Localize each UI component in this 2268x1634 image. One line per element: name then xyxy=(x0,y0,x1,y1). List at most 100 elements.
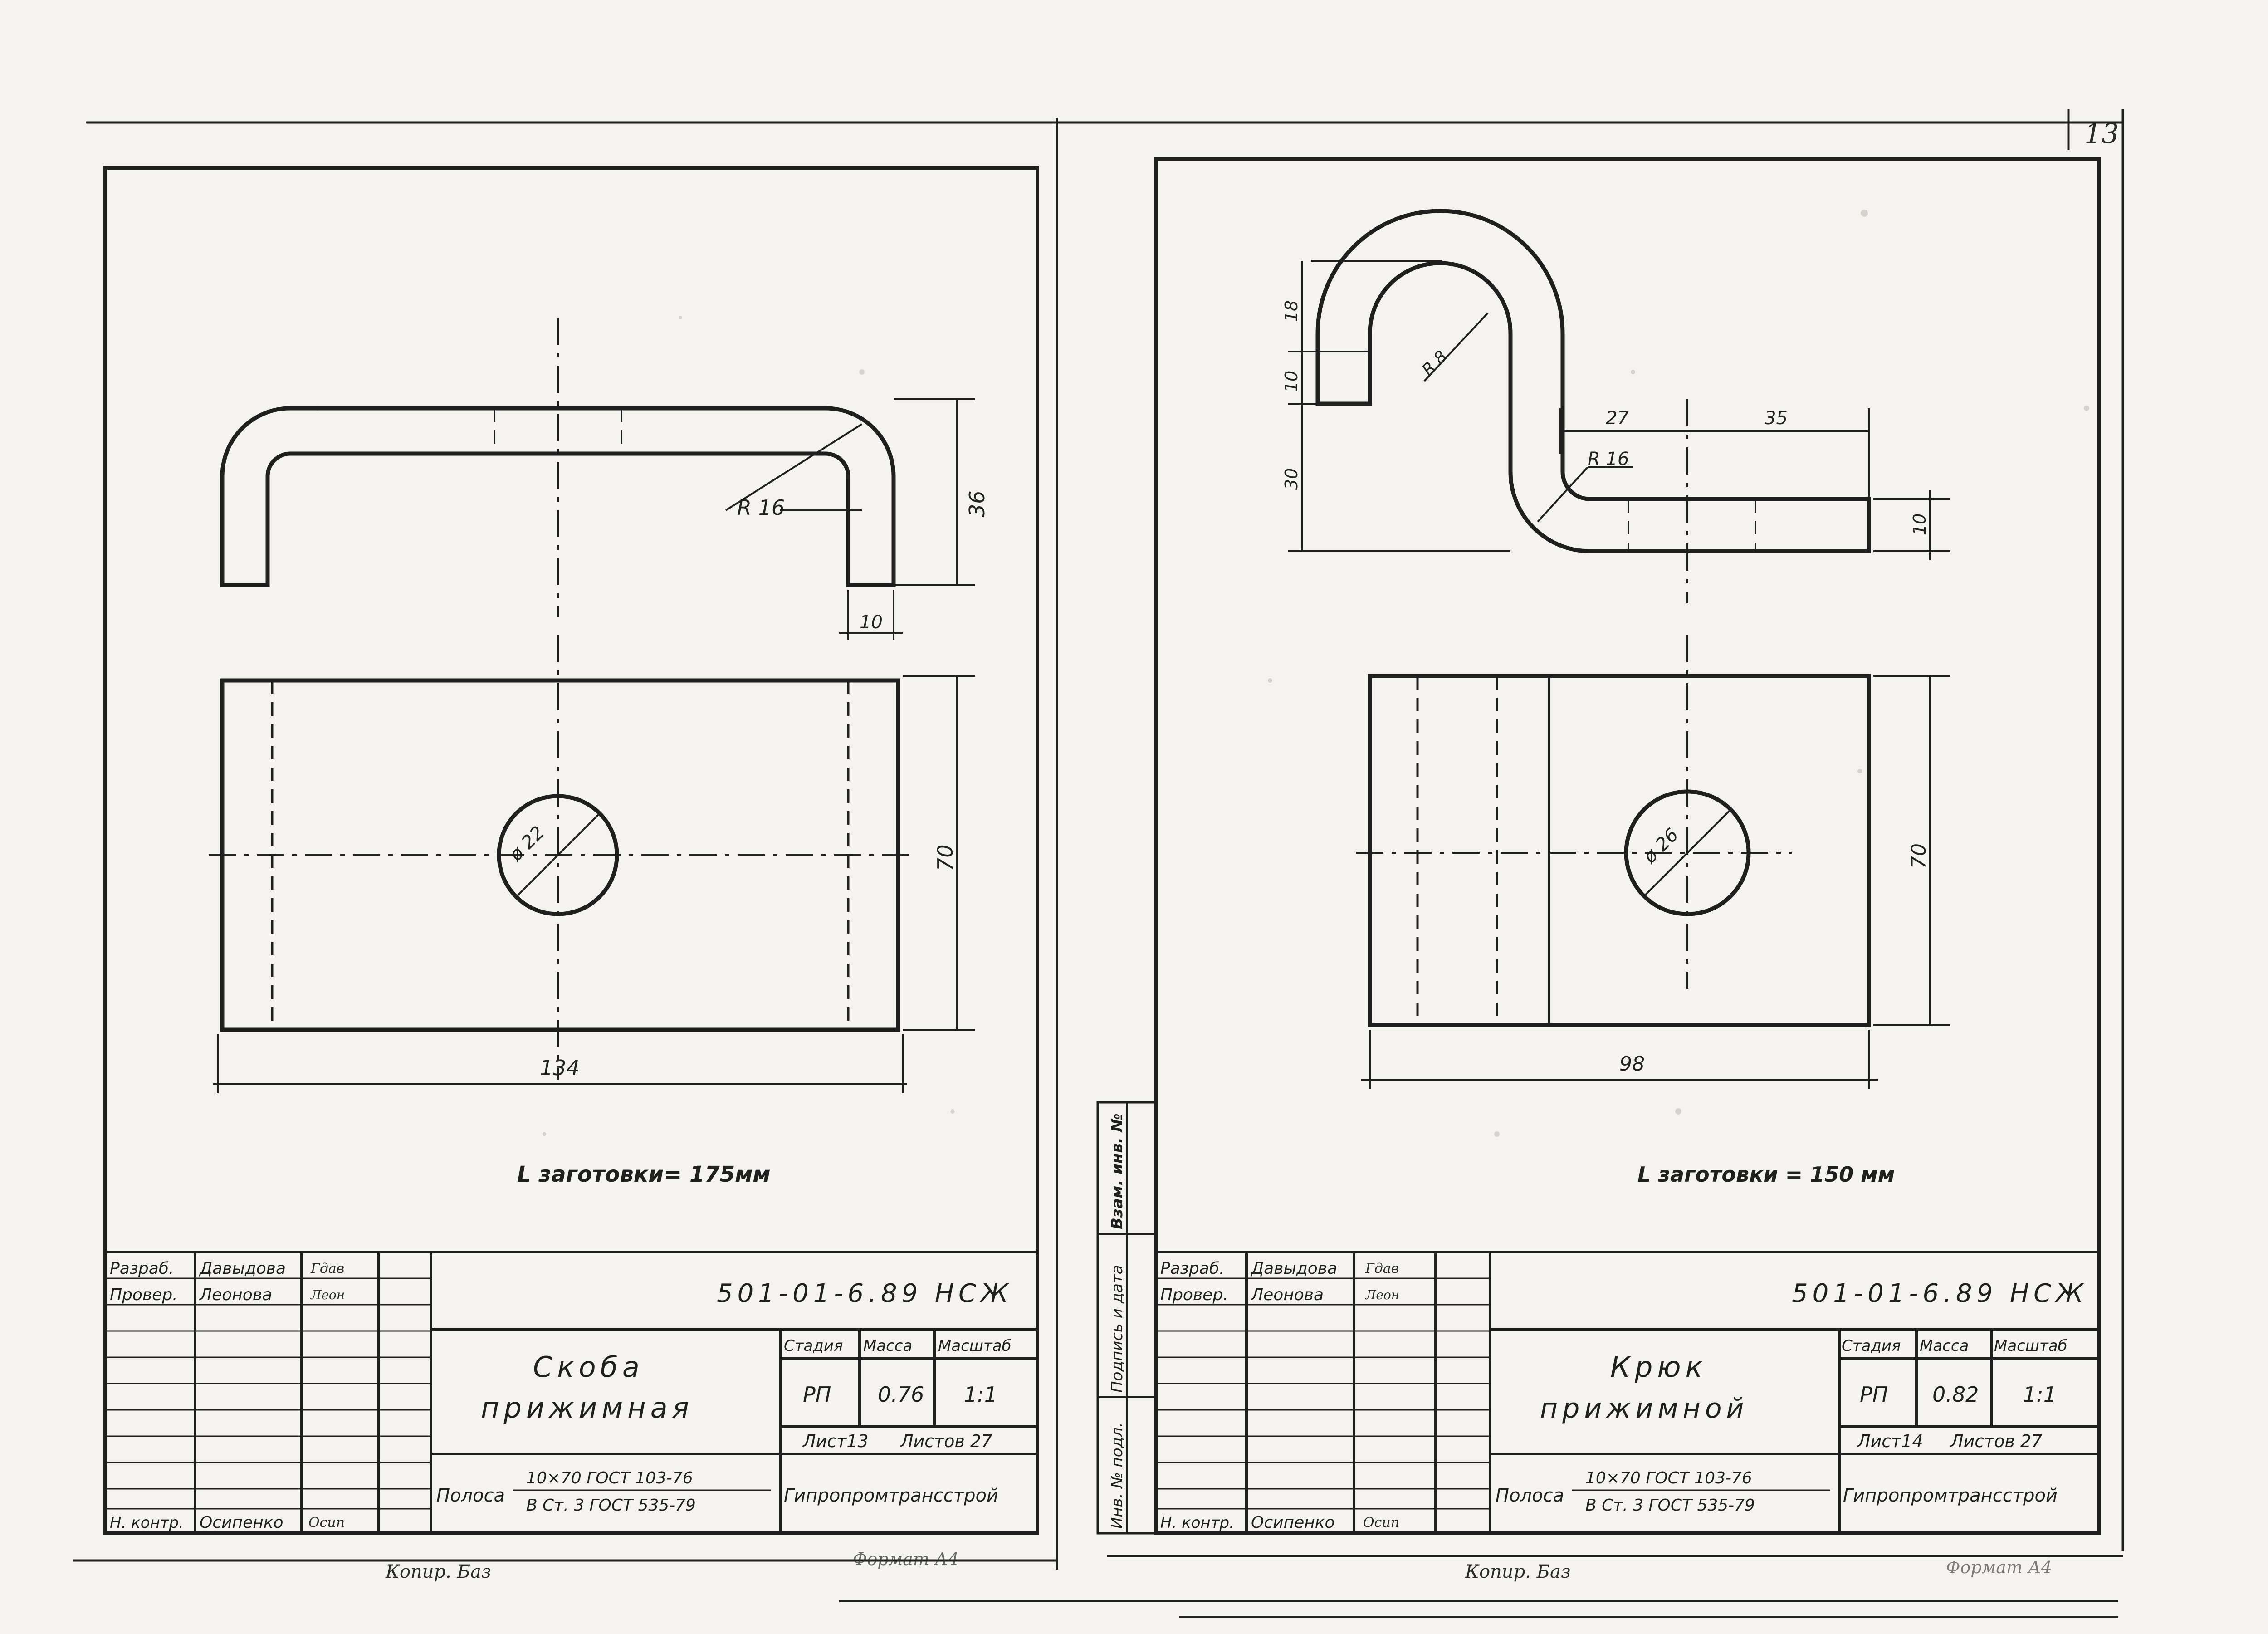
right-dim-bend-radius: R 16 xyxy=(1588,449,1629,470)
right-hole-diameter-line xyxy=(1643,809,1731,897)
left-scale: 1:1 xyxy=(964,1382,997,1407)
right-role-2: Провер. xyxy=(1160,1286,1228,1304)
left-title-1: Скоба xyxy=(533,1350,644,1384)
right-title-2: прижимной xyxy=(1540,1393,1749,1424)
left-blank-length: L заготовки= 175мм xyxy=(517,1162,771,1187)
right-material-label: Полоса xyxy=(1496,1485,1564,1506)
right-title-1: Крюк xyxy=(1610,1350,1707,1384)
right-hook-profile xyxy=(1315,209,1871,553)
left-signature-1: Гдав xyxy=(310,1261,344,1277)
right-material-top: 10×70 ГОСТ 103-76 xyxy=(1585,1469,1752,1487)
left-dim-thickness: 10 xyxy=(860,612,883,633)
left-dim-length-lines xyxy=(213,1034,907,1093)
right-mass: 0.82 xyxy=(1932,1382,1979,1407)
left-dim-width: 70 xyxy=(933,844,958,871)
right-dim-seg-a: 27 xyxy=(1606,408,1629,429)
right-name-1: Давыдова xyxy=(1250,1259,1337,1278)
paper-speckle xyxy=(315,210,2089,1137)
right-col-mass: Масса xyxy=(1920,1337,1969,1355)
right-dim-length-lines xyxy=(1361,1030,1878,1089)
right-dim-hole: ø 26 xyxy=(1639,824,1683,868)
right-signature-2: Леон xyxy=(1364,1287,1399,1302)
page-number: 13 xyxy=(2084,118,2119,150)
right-stage: РП xyxy=(1860,1382,1888,1407)
right-plate-hidden xyxy=(1416,676,1498,1025)
right-dim-inner-radius: R 8 xyxy=(1418,347,1451,379)
right-frame xyxy=(1154,157,2101,1535)
right-footer-format: Формат А4 xyxy=(1946,1557,2052,1577)
left-dim-height: 36 xyxy=(965,490,989,517)
left-title-2: прижимная xyxy=(481,1391,694,1424)
left-sheet: R 16 36 10 ø 22 xyxy=(103,166,1039,1582)
right-plate xyxy=(1368,674,1871,1027)
right-dim-left-lines xyxy=(1288,260,1510,552)
right-drawing-code: 501-01-6.89 НСЖ xyxy=(1792,1279,2088,1308)
left-role-1: Разраб. xyxy=(110,1259,174,1278)
right-name-3: Осипенко xyxy=(1251,1513,1335,1532)
right-organization: Гипропромтрансстрой xyxy=(1843,1485,2058,1506)
left-role-3: Н. контр. xyxy=(110,1514,184,1532)
left-bracket-hidden xyxy=(494,408,622,454)
left-organization: Гипропромтрансстрой xyxy=(784,1485,998,1506)
right-dim-length: 98 xyxy=(1619,1052,1645,1076)
left-hole xyxy=(497,794,619,916)
page-frame xyxy=(73,109,2124,1570)
left-dim-radius: R 16 xyxy=(737,495,785,520)
left-material-top: 10×70 ГОСТ 103-76 xyxy=(526,1469,693,1487)
right-sheet: Инв. № подл. Подпись и дата Взам. инв. №… xyxy=(1096,157,2101,1582)
right-footer-copy: Копир. Баз xyxy=(1465,1561,1571,1582)
left-name-2: Леонова xyxy=(199,1286,272,1304)
right-signature-3: Осип xyxy=(1363,1515,1399,1531)
left-sheet-count: Листов 27 xyxy=(899,1431,992,1451)
left-frame xyxy=(103,166,1039,1535)
left-dim-hole: ø 22 xyxy=(505,822,549,866)
left-dim-width-lines xyxy=(903,675,975,1031)
left-title-block: Разраб. Провер. Н. контр. Давыдова Леоно… xyxy=(105,1251,1037,1533)
left-footer-format: Формат А4 xyxy=(853,1549,959,1569)
right-plate-centerlines xyxy=(1356,635,1792,989)
right-dim-seg-b: 35 xyxy=(1765,408,1788,429)
right-blank-length: L заготовки = 150 мм xyxy=(1637,1162,1895,1187)
right-col-stage: Стадия xyxy=(1842,1337,1901,1355)
right-vertical-stamp: Инв. № подл. Подпись и дата Взам. инв. № xyxy=(1096,1101,1157,1535)
left-plate-centerlines xyxy=(209,635,916,1080)
left-col-stage: Стадия xyxy=(784,1337,843,1355)
right-dim-thickness: 10 xyxy=(1910,514,1930,535)
right-dim-width: 70 xyxy=(1907,843,1931,869)
right-signature-1: Гдав xyxy=(1365,1261,1399,1277)
left-dim-length: 134 xyxy=(540,1056,580,1080)
bottom-rule-lines xyxy=(839,1600,2118,1618)
right-material-bottom: В Ст. 3 ГОСТ 535-79 xyxy=(1585,1496,1755,1515)
left-name-3: Осипенко xyxy=(200,1513,284,1532)
left-sheet-number: Лист13 xyxy=(802,1431,869,1451)
left-col-mass: Масса xyxy=(863,1337,912,1355)
right-hole xyxy=(1624,789,1751,916)
left-dim-thickness-lines xyxy=(839,590,903,640)
right-dim-segments-lines xyxy=(1559,408,1870,497)
left-stage: РП xyxy=(803,1382,831,1407)
right-inner-radius-leader xyxy=(1423,312,1489,382)
left-radius-leader xyxy=(725,423,863,511)
left-signature-3: Осип xyxy=(308,1515,345,1531)
left-material-label: Полоса xyxy=(436,1485,505,1506)
right-role-1: Разраб. xyxy=(1160,1259,1224,1278)
stamp-signature: Подпись и дата xyxy=(1108,1265,1126,1393)
right-sheet-count: Листов 27 xyxy=(1950,1431,2042,1451)
right-bend-radius-leader xyxy=(1537,466,1589,523)
right-hook-hidden xyxy=(1628,499,1756,551)
left-signature-2: Леон xyxy=(310,1287,345,1302)
right-dim-thickness-lines xyxy=(1873,490,1950,560)
right-title-block: Разраб. Провер. Н. контр. Давыдова Леоно… xyxy=(1156,1251,2099,1533)
stamp-inventory: Инв. № подл. xyxy=(1108,1422,1126,1529)
left-dim-height-lines xyxy=(894,398,975,586)
right-dim-side: 30 xyxy=(1281,468,1301,490)
left-material-bottom: В Ст. 3 ГОСТ 535-79 xyxy=(526,1496,696,1515)
left-col-scale: Масштаб xyxy=(938,1337,1012,1355)
left-drawing-code: 501-01-6.89 НСЖ xyxy=(717,1279,1013,1308)
right-dim-top: 18 xyxy=(1281,300,1301,322)
left-bracket-profile xyxy=(220,406,896,587)
left-role-2: Провер. xyxy=(110,1286,178,1304)
right-sheet-number: Лист14 xyxy=(1857,1431,1923,1451)
right-name-2: Леонова xyxy=(1250,1286,1324,1304)
left-name-1: Давыдова xyxy=(199,1259,286,1278)
